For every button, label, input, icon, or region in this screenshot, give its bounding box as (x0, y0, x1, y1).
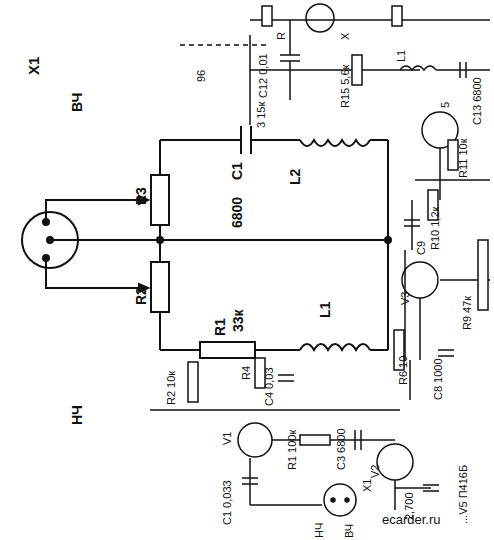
part-label: C13 6800 (472, 77, 483, 125)
part-label: R1 100к (287, 430, 298, 470)
part-label: R15 5,6к (340, 65, 351, 108)
filter-circuit (22, 126, 391, 358)
part-name: R1 (213, 318, 227, 336)
part-name: X (340, 33, 351, 40)
connector-name: X1 (362, 479, 373, 492)
part-label: C1 0,033 (222, 480, 233, 525)
part-name: R3 (134, 187, 148, 205)
part-label: C3 6800 (336, 428, 347, 470)
part-label: R10 1,2к (430, 207, 441, 250)
part-label: ...V5 П416Б (458, 465, 469, 524)
signal-name: ВЧ (344, 524, 355, 538)
signal-name: ВЧ (70, 93, 84, 112)
part-name: V3 (400, 292, 411, 305)
part-name: C1 (230, 162, 244, 180)
part-label: R6 10 (398, 356, 409, 385)
part-label: R9 47к (462, 296, 473, 330)
terminal-label: 96 (196, 70, 207, 82)
part-label: C8 1000 (433, 358, 444, 400)
part-name: R (276, 32, 287, 40)
signal-name: НЧ (70, 405, 84, 425)
part-name: V2 (370, 465, 381, 478)
part-value: 33к (231, 309, 245, 332)
connector-name: X1 (26, 57, 41, 75)
part-label: C4 0,03 (264, 367, 275, 406)
signal-name: НЧ (314, 523, 325, 538)
part-name: L2 (288, 169, 302, 185)
part-label: C12 0,01 (258, 53, 269, 98)
part-name: V1 (222, 432, 233, 445)
part-name: L1 (396, 50, 407, 62)
background-circuit (150, 4, 490, 516)
part-name: C9 (416, 241, 427, 255)
part-name: R2 (134, 287, 148, 305)
part-number: 5 (440, 102, 451, 108)
part-label: 3 15к (256, 102, 267, 128)
part-name: L1 (318, 302, 332, 318)
part-label: R2 10к (166, 371, 177, 405)
part-value: 6800 (230, 197, 244, 228)
watermark: ecarder.ru (382, 513, 441, 526)
part-name: R4 (241, 366, 252, 380)
part-label: R11 10к (458, 139, 469, 178)
